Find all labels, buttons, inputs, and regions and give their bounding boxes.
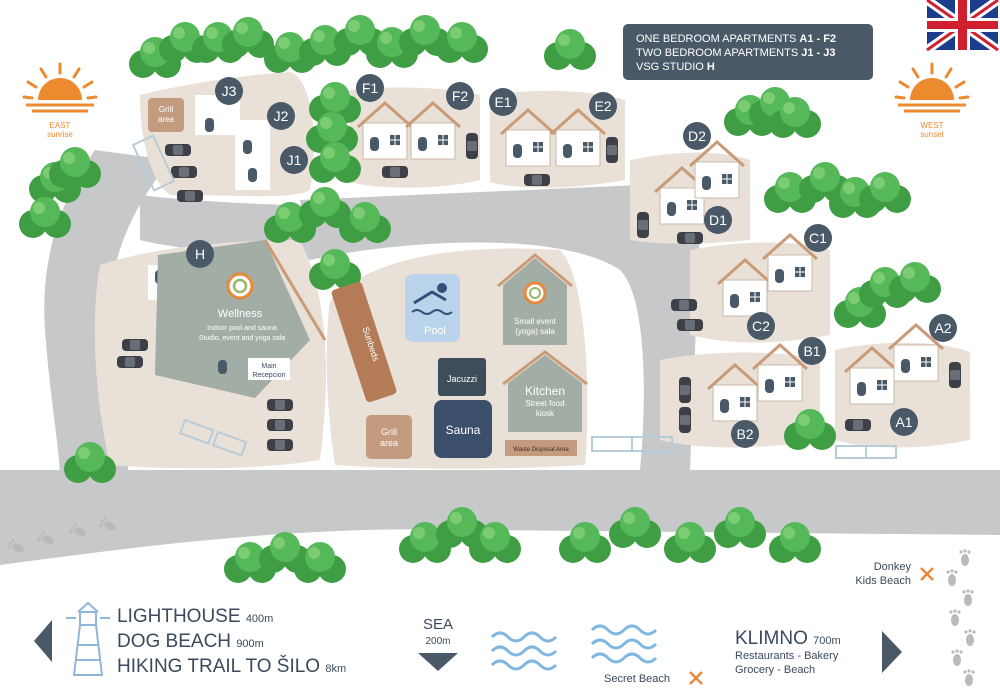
svg-text:Jacuzzi: Jacuzzi (447, 374, 477, 384)
svg-text:Grill: Grill (159, 105, 173, 114)
waste-disposal-area: Waste Disposal Area (505, 440, 577, 456)
svg-text:J1: J1 (287, 152, 302, 168)
unit-badge-f2[interactable]: F2 (446, 82, 474, 110)
svg-text:F2: F2 (452, 88, 469, 104)
svg-text:Studio, event and yoga sala: Studio, event and yoga sala (199, 335, 286, 342)
event-sala: Small event (yoga) sala (497, 253, 573, 345)
svg-text:Indoor pool and sauna: Indoor pool and sauna (207, 325, 277, 332)
unit-badge-j2[interactable]: J2 (267, 102, 295, 130)
svg-text:H: H (195, 246, 205, 262)
wellness-building: Wellness Indoor pool and sauna Studio, e… (155, 239, 327, 398)
unit-badge-b1[interactable]: B1 (798, 337, 826, 365)
svg-text:C2: C2 (752, 318, 770, 334)
x-marker-icon (689, 671, 703, 685)
sunbeds: Sunbeds (331, 281, 397, 403)
svg-text:sunset: sunset (920, 130, 944, 139)
east-sunrise-icon: EAST sunrise (22, 62, 98, 139)
svg-text:WEST: WEST (920, 121, 943, 130)
svg-text:SEA: SEA (423, 616, 453, 633)
svg-text:Small event: Small event (514, 317, 557, 326)
svg-text:200m: 200m (425, 636, 450, 647)
grill-area-top: Grill area (148, 98, 184, 132)
svg-text:B2: B2 (736, 426, 753, 442)
unit-badge-j3[interactable]: J3 (215, 77, 243, 105)
svg-text:KLIMNO 700m: KLIMNO 700m (735, 628, 841, 649)
svg-text:HIKING TRAIL TO ŠILO 8km: HIKING TRAIL TO ŠILO 8km (117, 655, 346, 677)
unit-badge-a1[interactable]: A1 (890, 408, 918, 436)
svg-text:ONE BEDROOM APARTMENTS A1 - F2: ONE BEDROOM APARTMENTS A1 - F2 (636, 33, 836, 45)
sea-waves-icon (490, 624, 658, 671)
svg-text:Secret Beach: Secret Beach (604, 673, 670, 685)
svg-text:A1: A1 (895, 414, 912, 430)
svg-text:Sauna: Sauna (446, 423, 481, 437)
svg-text:J2: J2 (274, 108, 289, 124)
svg-text:C1: C1 (809, 230, 827, 246)
unit-badge-f1[interactable]: F1 (356, 74, 384, 102)
sea-direction[interactable]: SEA 200m (418, 616, 458, 671)
left-destinations: LIGHTHOUSE 400m DOG BEACH 900m HIKING TR… (117, 606, 346, 677)
svg-text:EAST: EAST (50, 121, 71, 130)
unit-badge-h[interactable]: H (186, 240, 214, 268)
donkey-kids-beach[interactable]: Donkey Kids Beach (855, 561, 934, 587)
svg-text:D1: D1 (709, 212, 727, 228)
svg-text:D2: D2 (688, 128, 706, 144)
svg-text:Grill: Grill (381, 427, 397, 437)
svg-text:DOG BEACH 900m: DOG BEACH 900m (117, 631, 264, 652)
sauna: Sauna (434, 400, 492, 458)
svg-text:Donkey: Donkey (874, 561, 912, 573)
svg-text:E2: E2 (594, 98, 611, 114)
unit-badge-d2[interactable]: D2 (683, 122, 711, 150)
secret-beach[interactable]: Secret Beach (604, 671, 703, 685)
unit-badge-j1[interactable]: J1 (280, 146, 308, 174)
svg-text:TWO BEDROOM APARTMENTS J1 - J: TWO BEDROOM APARTMENTS J1 - J3 (636, 47, 835, 59)
svg-text:B1: B1 (803, 343, 820, 359)
grill-area-bottom: Grill area (366, 415, 412, 459)
svg-text:(yoga) sala: (yoga) sala (515, 327, 555, 336)
svg-text:area: area (158, 115, 175, 124)
svg-text:Waste Disposal Area: Waste Disposal Area (513, 447, 569, 453)
svg-text:area: area (380, 438, 398, 448)
svg-text:kiosk: kiosk (536, 409, 555, 418)
unit-badge-c1[interactable]: C1 (804, 224, 832, 252)
right-arrow-icon[interactable] (882, 631, 902, 673)
kitchen-kiosk: Kitchen Street food kiosk (502, 350, 588, 432)
svg-text:Grocery - Beach: Grocery - Beach (735, 664, 815, 676)
svg-text:Kids Beach: Kids Beach (855, 575, 911, 587)
unit-badge-e2[interactable]: E2 (589, 92, 617, 120)
svg-text:Street food: Street food (525, 399, 564, 408)
x-marker-icon (920, 567, 934, 581)
wellness-title: Wellness (218, 308, 263, 320)
svg-text:sunrise: sunrise (47, 130, 73, 139)
reception-label: Main (261, 363, 276, 370)
west-sunset-icon: WEST sunset (894, 62, 970, 139)
svg-text:Kitchen: Kitchen (525, 384, 565, 398)
svg-text:Recepcion: Recepcion (252, 372, 285, 379)
unit-badge-d1[interactable]: D1 (704, 206, 732, 234)
svg-text:VSG STUDIO H: VSG STUDIO H (636, 61, 715, 73)
svg-text:Restaurants - Bakery: Restaurants - Bakery (735, 650, 839, 662)
gates (131, 134, 897, 459)
apartment-legend: ONE BEDROOM APARTMENTS A1 - F2 TWO BEDRO… (623, 24, 873, 80)
right-destination: KLIMNO 700m Restaurants - Bakery Grocery… (735, 628, 841, 676)
svg-text:J3: J3 (222, 83, 237, 99)
unit-badge-e1[interactable]: E1 (489, 88, 517, 116)
unit-badge-b2[interactable]: B2 (731, 420, 759, 448)
english-flag-icon[interactable] (924, 0, 1000, 54)
svg-text:LIGHTHOUSE 400m: LIGHTHOUSE 400m (117, 606, 273, 627)
lighthouse-icon (66, 601, 110, 676)
left-arrow-icon[interactable] (34, 620, 52, 662)
unit-badges[interactable]: J3 J2 J1 H F1 F2 E1 E2 D2 D1 C1 C2 B1 B2… (186, 74, 957, 448)
svg-text:A2: A2 (934, 320, 951, 336)
unit-badge-a2[interactable]: A2 (929, 314, 957, 342)
svg-text:E1: E1 (494, 94, 511, 110)
unit-badge-c2[interactable]: C2 (747, 312, 775, 340)
jacuzzi: Jacuzzi (438, 358, 486, 396)
down-arrow-icon[interactable] (418, 653, 458, 671)
pool: Pool (405, 274, 460, 342)
svg-text:Pool: Pool (424, 325, 446, 337)
svg-text:F1: F1 (362, 80, 379, 96)
